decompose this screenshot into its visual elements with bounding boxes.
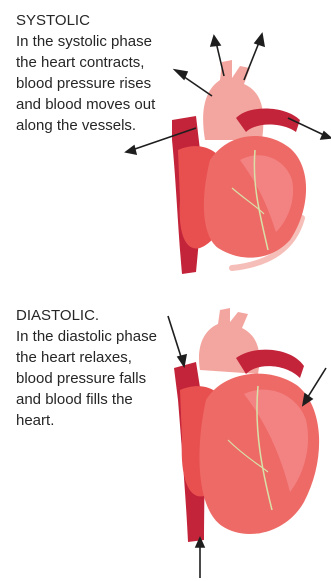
arrow-in-right [306, 368, 326, 400]
diastolic-panel: DIASTOLIC. In the diastolic phase the he… [0, 290, 331, 581]
systolic-description: In the systolic phase the heart contract… [16, 31, 166, 136]
systolic-caption: SYSTOLIC In the systolic phase the heart… [16, 10, 166, 136]
diastolic-description: In the diastolic phase the heart relaxes… [16, 326, 166, 431]
aortic-arch [203, 60, 263, 140]
arrow-up-left [216, 42, 224, 76]
arrow-up-right [244, 40, 260, 80]
pulmonary-artery [236, 108, 300, 132]
pulmonary-artery [236, 350, 304, 378]
systolic-title: SYSTOLIC [16, 10, 166, 31]
diastolic-title: DIASTOLIC. [16, 305, 166, 326]
systolic-panel: SYSTOLIC In the systolic phase the heart… [0, 0, 331, 290]
diastolic-caption: DIASTOLIC. In the diastolic phase the he… [16, 305, 166, 431]
arrow-in-top-left [168, 316, 182, 360]
